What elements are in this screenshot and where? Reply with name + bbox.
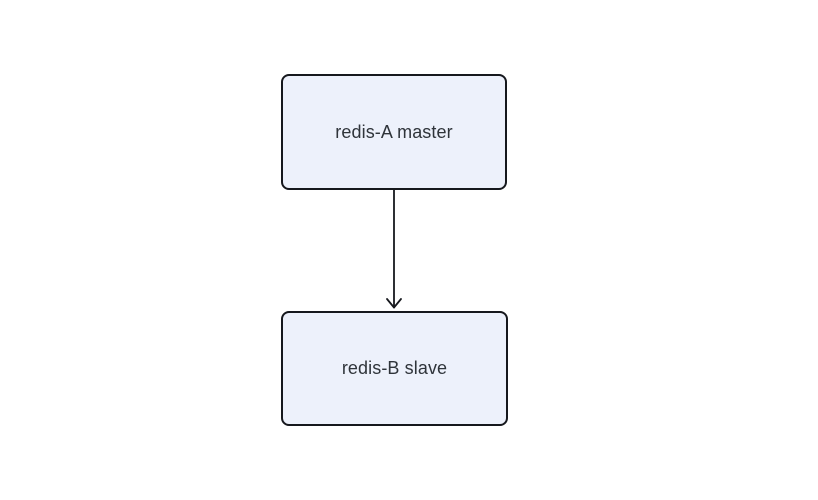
node-redis-b-slave: redis-B slave <box>281 311 508 426</box>
node-redis-a-master: redis-A master <box>281 74 507 190</box>
node-redis-a-master-label: redis-A master <box>335 121 453 142</box>
node-redis-b-slave-label: redis-B slave <box>341 358 448 378</box>
arrowhead-down-icon <box>386 298 402 309</box>
edge-master-to-slave <box>386 190 402 309</box>
